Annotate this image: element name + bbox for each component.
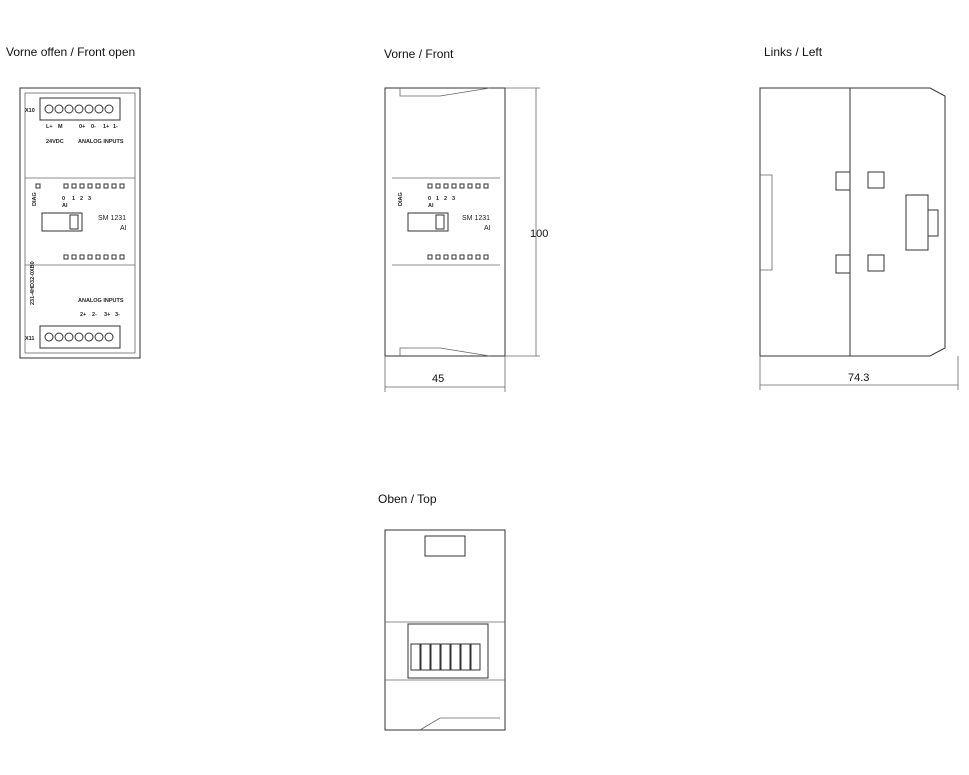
view-title-front: Vorne / Front [384, 47, 454, 61]
bottom-terminal-block [39, 325, 121, 349]
front-latch [407, 212, 449, 232]
terminal-label-3minus: 3- [115, 312, 120, 318]
left-connector-pin [927, 209, 939, 237]
front-latch-knob [435, 214, 445, 230]
analog-inputs-label-top: ANALOG INPUTS [78, 139, 124, 145]
order-number-label: 231-4HD32-0XB0 [30, 261, 36, 305]
view-title-front-open: Vorne offen / Front open [6, 45, 136, 59]
ai-label-open: AI [62, 203, 68, 209]
top-terminal-screws [44, 104, 114, 114]
connector-label-bottom: X11 [25, 336, 34, 342]
channel-2-label-front: 2 [444, 196, 447, 202]
front-open-outline [19, 87, 141, 359]
top-upper-tab [424, 535, 466, 557]
terminal-label-3plus: 3+ [104, 312, 110, 318]
front-view: DIAG 0 1 2 3 AI SM 1231 AI 100 45 [384, 87, 548, 392]
front-top-bevel [399, 87, 491, 97]
led-row-top [35, 183, 125, 189]
height-dimension-label: 100 [530, 228, 548, 240]
front-outline [384, 87, 506, 357]
terminal-label-0minus: 0- [91, 124, 96, 130]
diag-label-front: DIAG [398, 192, 404, 206]
left-connector [905, 194, 929, 251]
view-title-top: Oben / Top [378, 492, 437, 506]
left-outline [759, 87, 946, 357]
left-clip-lower [835, 254, 851, 274]
front-open-view: X10 L+ M 0+ 0- 1+ 1- 24VDC ANALOG INPUTS… [19, 87, 141, 359]
left-window-upper [867, 171, 885, 189]
channel-1-label-open: 1 [72, 196, 75, 202]
ai-label-front: AI [428, 203, 434, 209]
bottom-terminal-screws [44, 332, 114, 342]
top-terminal-block [39, 97, 121, 121]
width-dimension-label: 45 [432, 373, 444, 385]
supply-label: 24VDC [46, 139, 64, 145]
front-led-row-top [427, 183, 489, 189]
terminal-label-2plus: 2+ [80, 312, 86, 318]
analog-inputs-label-bottom: ANALOG INPUTS [78, 298, 124, 304]
terminal-label-1minus: 1- [113, 124, 118, 130]
channel-0-label-open: 0 [62, 196, 65, 202]
channel-2-label-open: 2 [80, 196, 83, 202]
terminal-label-m: M [58, 124, 63, 130]
top-terminal-cells [410, 643, 481, 671]
front-open-inner-outline [24, 92, 136, 354]
connector-label-top: X10 [25, 108, 35, 114]
diag-label-open: DIAG [32, 192, 38, 206]
top-view [384, 529, 506, 731]
terminal-label-0plus: 0+ [79, 124, 85, 130]
module-name-open: SM 1231 [98, 215, 126, 222]
left-clip-upper [835, 171, 851, 191]
terminal-label-2minus: 2- [92, 312, 97, 318]
front-open-latch-knob [69, 214, 79, 230]
front-open-latch [41, 212, 83, 232]
left-view: 74.3 [759, 87, 959, 390]
module-type-open: AI [120, 225, 127, 232]
front-led-row-bottom [427, 254, 489, 260]
led-row-bottom [63, 254, 125, 260]
top-outline [384, 529, 506, 731]
depth-dimension-label: 74.3 [848, 372, 869, 384]
left-din-notch [760, 174, 773, 271]
module-name-front: SM 1231 [462, 215, 490, 222]
left-window-lower [867, 254, 885, 272]
module-type-front: AI [484, 225, 491, 232]
front-bottom-bevel [399, 347, 491, 357]
channel-1-label-front: 1 [436, 196, 439, 202]
terminal-label-1plus: 1+ [103, 124, 109, 130]
terminal-label-l: L+ [46, 124, 53, 130]
channel-3-label-open: 3 [88, 196, 91, 202]
top-bottom-bevel [419, 717, 500, 731]
channel-0-label-front: 0 [428, 196, 431, 202]
channel-3-label-front: 3 [452, 196, 455, 202]
top-terminal-block [407, 623, 489, 679]
view-title-left: Links / Left [764, 45, 823, 59]
